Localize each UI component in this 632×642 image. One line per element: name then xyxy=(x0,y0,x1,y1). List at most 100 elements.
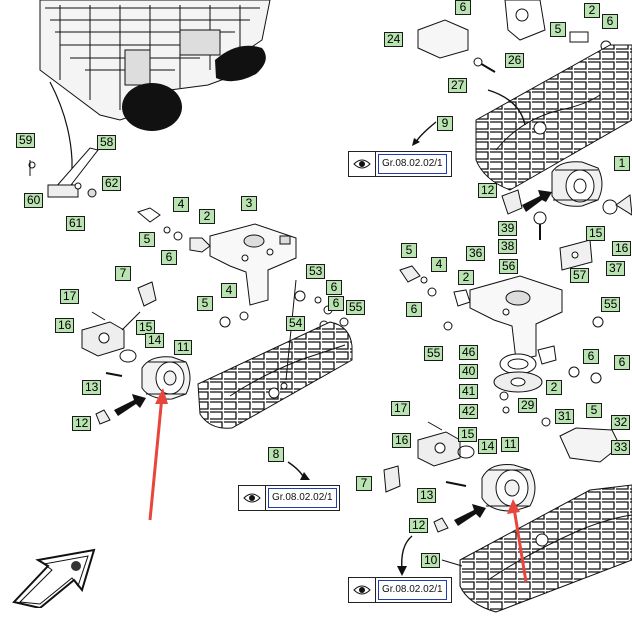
callout-53[interactable]: 53 xyxy=(306,264,326,279)
red-arrowhead-left xyxy=(155,388,168,404)
callout-2-r2[interactable]: 2 xyxy=(458,270,474,285)
oring-right xyxy=(457,445,475,459)
callout-6-mid[interactable]: 6 xyxy=(326,280,342,295)
red-pointer-arrow-right xyxy=(512,507,528,583)
callout-5-r2[interactable]: 5 xyxy=(401,243,417,258)
callout-36[interactable]: 36 xyxy=(466,246,486,261)
callout-4-left[interactable]: 4 xyxy=(173,197,189,212)
callout-6-r4[interactable]: 6 xyxy=(583,349,599,364)
callout-58[interactable]: 58 xyxy=(97,135,117,150)
callout-27[interactable]: 27 xyxy=(448,78,468,93)
callout-17-left[interactable]: 17 xyxy=(60,289,80,304)
callout-6-top-b[interactable]: 6 xyxy=(602,14,618,29)
callout-15-left[interactable]: 15 xyxy=(136,320,156,335)
callout-14-right[interactable]: 14 xyxy=(478,439,498,454)
callout-6-r2[interactable]: 6 xyxy=(406,302,422,317)
callout-2-top[interactable]: 2 xyxy=(584,3,600,18)
callout-61[interactable]: 61 xyxy=(66,216,86,231)
callout-16-right-b[interactable]: 16 xyxy=(392,433,412,448)
curved-pointer-arrow-mid xyxy=(287,461,305,479)
callout-5-mid[interactable]: 5 xyxy=(197,296,213,311)
callout-15-right[interactable]: 15 xyxy=(586,226,606,241)
callout-17-right[interactable]: 17 xyxy=(391,401,411,416)
bolt-13-left xyxy=(105,372,123,377)
callout-62[interactable]: 62 xyxy=(102,176,122,191)
callout-38[interactable]: 38 xyxy=(498,239,518,254)
track-right-dark xyxy=(215,45,266,82)
callout-13-left[interactable]: 13 xyxy=(82,380,102,395)
callout-11-left[interactable]: 11 xyxy=(174,340,193,355)
callout-9[interactable]: 9 xyxy=(437,116,453,131)
red-arrowhead-right xyxy=(507,499,520,514)
callout-4-r2[interactable]: 4 xyxy=(431,257,447,272)
callout-10[interactable]: 10 xyxy=(421,553,441,568)
callout-2-left[interactable]: 2 xyxy=(199,209,215,224)
part-12-right xyxy=(433,517,449,533)
machine-leader-line xyxy=(49,81,73,190)
travel-motor-top-right xyxy=(551,161,618,215)
callout-1-top[interactable]: 1 xyxy=(614,156,630,171)
callout-39[interactable]: 39 xyxy=(498,221,518,236)
track-middle xyxy=(197,321,353,429)
callout-6-top[interactable]: 6 xyxy=(455,0,471,15)
callout-55-r3[interactable]: 55 xyxy=(424,346,444,361)
callout-14-left[interactable]: 14 xyxy=(145,333,165,348)
callout-6-left[interactable]: 6 xyxy=(161,250,177,265)
callout-29[interactable]: 29 xyxy=(518,398,538,413)
leader-16-15 xyxy=(121,311,141,331)
callout-6-r4-b[interactable]: 6 xyxy=(614,355,630,370)
curved-pointer-arrow-top xyxy=(487,89,526,126)
reference-label: Gr.08.02.02/1 xyxy=(378,580,447,600)
callout-31[interactable]: 31 xyxy=(555,409,575,424)
black-arrow-to-motor-right xyxy=(454,504,486,526)
callout-37[interactable]: 37 xyxy=(606,261,626,276)
callout-12-right[interactable]: 12 xyxy=(478,183,498,198)
navigation-arrow-icon[interactable] xyxy=(8,546,104,610)
callout-3[interactable]: 3 xyxy=(241,196,257,211)
arrowhead xyxy=(300,472,310,480)
callout-40[interactable]: 40 xyxy=(459,364,479,379)
oring-left xyxy=(119,349,137,363)
callout-8[interactable]: 8 xyxy=(268,447,284,462)
callout-11-right[interactable]: 11 xyxy=(501,437,520,452)
bolt-13-right xyxy=(445,481,467,487)
callout-24[interactable]: 24 xyxy=(384,32,404,47)
reference-box-top-right[interactable]: Gr.08.02.02/1 xyxy=(348,151,452,177)
callout-4-mid[interactable]: 4 xyxy=(221,283,237,298)
travel-motor-left xyxy=(141,356,191,400)
callout-12-left[interactable]: 12 xyxy=(72,416,92,431)
callout-57[interactable]: 57 xyxy=(570,268,590,283)
hydraulic-valve-right xyxy=(417,421,461,467)
callout-5-left[interactable]: 5 xyxy=(139,232,155,247)
callout-5-r4[interactable]: 5 xyxy=(586,403,602,418)
callout-59[interactable]: 59 xyxy=(16,133,36,148)
callout-33[interactable]: 33 xyxy=(611,440,631,455)
callout-42[interactable]: 42 xyxy=(459,404,479,419)
callout-60[interactable]: 60 xyxy=(24,193,44,208)
center-bracket-3 xyxy=(209,223,297,306)
callout-12-right-b[interactable]: 12 xyxy=(409,518,429,533)
machine-body-illustration xyxy=(39,0,271,121)
callout-5-top[interactable]: 5 xyxy=(550,22,566,37)
callout-7-right[interactable]: 7 xyxy=(356,476,372,491)
ring-and-washers xyxy=(493,353,543,414)
part-12-left xyxy=(95,409,111,425)
callout-54[interactable]: 54 xyxy=(286,316,306,331)
callout-46[interactable]: 46 xyxy=(459,345,479,360)
callout-55-mid[interactable]: 55 xyxy=(346,300,366,315)
callout-15-right-b[interactable]: 15 xyxy=(458,427,478,442)
callout-7-left[interactable]: 7 xyxy=(115,266,131,281)
callout-13-right[interactable]: 13 xyxy=(417,488,437,503)
callout-6-mid-b[interactable]: 6 xyxy=(328,296,344,311)
reference-box-middle[interactable]: Gr.08.02.02/1 xyxy=(238,485,340,511)
callout-55-r2[interactable]: 55 xyxy=(601,297,621,312)
callout-16-left[interactable]: 16 xyxy=(55,318,75,333)
callout-32[interactable]: 32 xyxy=(611,415,631,430)
callout-41[interactable]: 41 xyxy=(459,384,479,399)
callout-2-r4[interactable]: 2 xyxy=(546,380,562,395)
callout-56[interactable]: 56 xyxy=(499,259,519,274)
callout-16-right[interactable]: 16 xyxy=(612,241,632,256)
callout-26[interactable]: 26 xyxy=(505,53,525,68)
reference-box-bottom[interactable]: Gr.08.02.02/1 xyxy=(348,577,452,603)
bracket-58 xyxy=(28,147,99,198)
